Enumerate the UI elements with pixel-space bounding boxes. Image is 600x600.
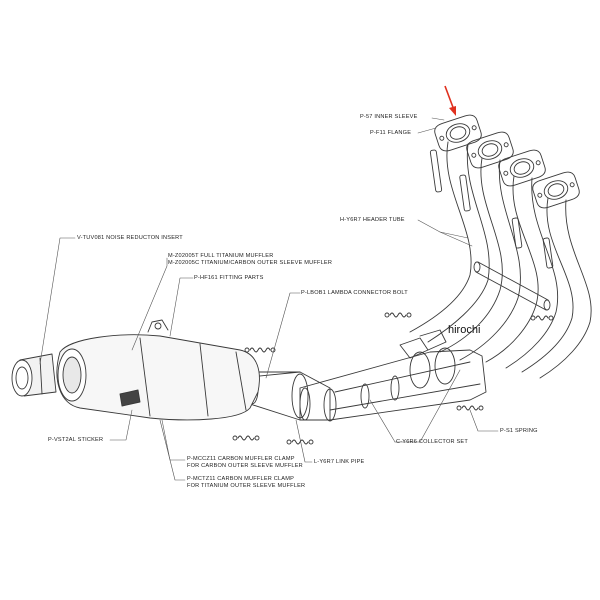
label-header-tube: H-Y6R7 HEADER TUBE <box>340 217 405 223</box>
label-muffler-full-titanium: M-Z02005T FULL TITANIUM MUFFLER <box>168 253 274 259</box>
watermark: hirochi <box>448 324 481 336</box>
label-spring: P-S1 SPRING <box>500 428 538 434</box>
noise-reduction-insert <box>11 353 57 397</box>
springs <box>232 312 554 445</box>
header-tubes <box>409 141 592 379</box>
label-noise-insert: V-TUV081 NOISE REDUCTON INSERT <box>77 235 183 241</box>
label-inner-sleeve: P-57 INNER SLEEVE <box>360 114 418 120</box>
label-lambda-bolt: P-LBOB1 LAMBDA CONNECTOR BOLT <box>301 290 408 296</box>
label-flange: P-F11 FLANGE <box>370 130 412 136</box>
label-sticker: P-VST2AL STICKER <box>48 437 104 443</box>
red-arrow <box>444 85 456 116</box>
flange-3 <box>498 149 546 187</box>
muffler <box>56 319 260 421</box>
flange-2 <box>466 131 514 169</box>
label-clamp-titanium-1: P-MCTZ11 CARBON MUFFLER CLAMP <box>187 476 295 482</box>
flange-1 <box>434 114 482 152</box>
label-clamp-carbon-2: FOR CARBON OUTER SLEEVE MUFFLER <box>187 463 303 469</box>
lambda-sensors <box>429 149 554 269</box>
label-link-pipe: L-Y6R7 LINK PIPE <box>314 459 365 465</box>
label-clamp-titanium-2: FOR TITANIUM OUTER SLEEVE MUFFLER <box>187 483 306 489</box>
flange-group <box>434 114 580 209</box>
label-fitting-parts: P-HF161 FITTING PARTS <box>194 275 264 281</box>
flange-4 <box>532 171 580 209</box>
leader-lines <box>39 117 499 481</box>
label-collector-set: C-Y6R6 COLLECTOR SET <box>396 439 468 445</box>
collector-set <box>299 329 487 422</box>
label-muffler-titanium-carbon: M-Z02005C TITANIUM/CARBON OUTER SLEEVE M… <box>168 260 333 266</box>
label-clamp-carbon-1: P-MCCZ11 CARBON MUFFLER CLAMP <box>187 456 295 462</box>
